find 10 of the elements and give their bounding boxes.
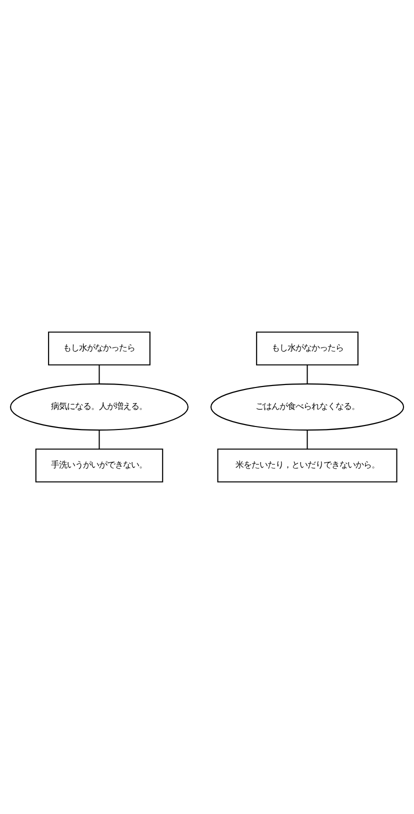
node-box: 米をたいたり，といだりできないから。 [217, 448, 398, 482]
connector [98, 430, 100, 449]
connector [306, 364, 308, 384]
node-box: もし水がなかったら [256, 332, 358, 366]
node-ellipse: 病気になる。人が増える。 [10, 383, 189, 431]
connector [98, 364, 100, 384]
connector [306, 430, 308, 449]
node-ellipse: ごはんが食べられなくなる。 [210, 383, 404, 431]
node-box: もし水がなかったら [48, 332, 150, 366]
node-box: 手洗いうがいができない。 [35, 448, 164, 482]
